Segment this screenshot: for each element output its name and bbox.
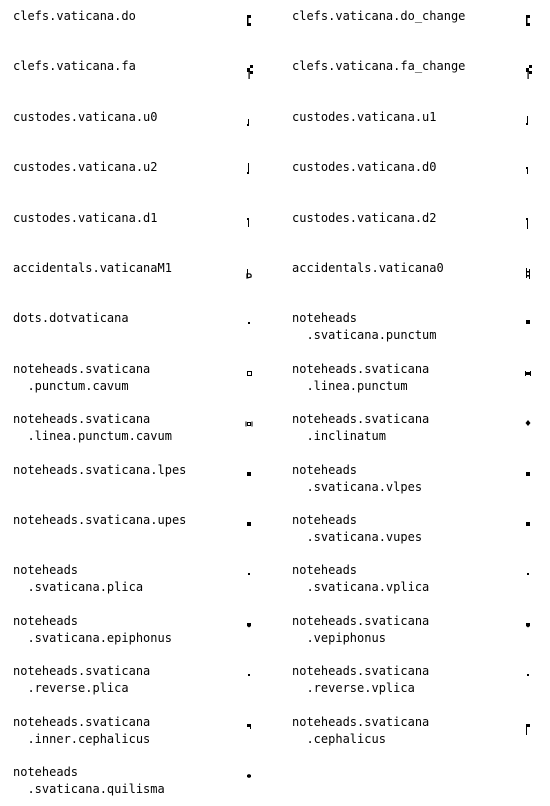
glyph-entry: accidentals.vaticanaM1 — [0, 252, 275, 302]
glyph-entry: accidentals.vaticana0 — [279, 252, 550, 302]
inclinatum-icon — [522, 407, 534, 437]
glyph-entry: custodes.vaticana.u1 — [279, 101, 550, 151]
glyph-name: noteheads .svaticana.vupes — [292, 513, 423, 544]
inner-cephalicus-icon — [243, 710, 255, 740]
custos-u2-icon — [243, 155, 255, 185]
glyph-entry: noteheads .svaticana.vplica — [279, 554, 550, 604]
linea-punctum-cavum-icon — [243, 407, 255, 437]
glyph-entry: noteheads.svaticana .linea.punctum — [279, 353, 550, 403]
glyph-name: clefs.vaticana.do — [13, 9, 136, 23]
dot-icon — [243, 306, 255, 336]
linea-punctum-icon — [522, 357, 534, 387]
glyph-entry: clefs.vaticana.do — [0, 0, 275, 50]
punctum-cavum-icon — [243, 357, 255, 387]
vaticana-do-clef-icon — [243, 4, 255, 34]
flat-icon — [243, 256, 255, 286]
glyph-name: noteheads .svaticana.vplica — [292, 563, 430, 595]
glyph-name: noteheads.svaticana .reverse.vplica — [292, 664, 430, 696]
custos-d0-icon — [522, 155, 534, 185]
plica-icon — [243, 558, 255, 588]
glyph-entry: custodes.vaticana.d0 — [279, 151, 550, 201]
custos-u0-icon — [243, 105, 255, 135]
glyph-name: noteheads .svaticana.vlpes — [292, 462, 423, 494]
glyph-name: custodes.vaticana.u1 — [292, 109, 437, 124]
glyph-name: noteheads.svaticana .inner.cephalicus — [13, 714, 151, 746]
vupes-icon — [522, 508, 534, 538]
glyph-entry: noteheads .svaticana.vupes — [279, 504, 550, 554]
glyph-entry: dots.dotvaticana — [0, 302, 275, 352]
glyph-name: noteheads .svaticana.punctum — [292, 311, 437, 343]
glyph-name: noteheads .svaticana.quilisma — [13, 765, 165, 796]
glyph-entry: noteheads.svaticana .reverse.plica — [0, 655, 275, 705]
glyph-name: noteheads.svaticana.lpes — [13, 462, 187, 477]
glyph-entry: noteheads.svaticana .vepiphonus — [279, 605, 550, 655]
glyph-name: clefs.vaticana.fa — [13, 59, 136, 74]
glyph-entry: custodes.vaticana.u0 — [0, 101, 275, 151]
glyph-name: custodes.vaticana.d0 — [292, 160, 437, 175]
glyph-entry: noteheads .svaticana.plica — [0, 554, 275, 604]
glyph-entry: custodes.vaticana.u2 — [0, 151, 275, 201]
glyph-entry: custodes.vaticana.d1 — [0, 202, 275, 252]
glyph-entry: noteheads .svaticana.vlpes — [279, 454, 550, 504]
glyph-name: custodes.vaticana.d1 — [13, 210, 158, 225]
glyph-entry: noteheads.svaticana .punctum.cavum — [0, 353, 275, 403]
glyph-name: noteheads.svaticana .linea.punctum — [292, 361, 430, 393]
glyph-name: accidentals.vaticanaM1 — [13, 261, 172, 275]
glyph-name: clefs.vaticana.fa_change — [292, 59, 466, 74]
vaticana-fa-clef-change-icon — [522, 54, 534, 84]
glyph-name: custodes.vaticana.u0 — [13, 109, 158, 124]
glyph-entry: noteheads.svaticana .inner.cephalicus — [0, 706, 275, 756]
glyph-name: dots.dotvaticana — [13, 311, 129, 326]
glyph-entry: clefs.vaticana.do_change — [279, 0, 550, 50]
upes-icon — [243, 508, 255, 538]
vaticana-do-clef-change-icon — [522, 4, 534, 34]
reverse-plica-icon — [243, 659, 255, 689]
glyph-name: accidentals.vaticana0 — [292, 261, 444, 275]
glyph-name: noteheads.svaticana .inclinatum — [292, 412, 430, 444]
vplica-icon — [522, 558, 534, 588]
glyph-name: noteheads.svaticana .cephalicus — [292, 714, 430, 746]
glyph-entry: noteheads.svaticana .inclinatum — [279, 403, 550, 453]
vlpes-icon — [522, 458, 534, 488]
vepiphonus-icon — [522, 609, 534, 639]
glyph-name: noteheads .svaticana.epiphonus — [13, 613, 172, 645]
glyph-entry: noteheads .svaticana.epiphonus — [0, 605, 275, 655]
glyph-entry: noteheads .svaticana.punctum — [279, 302, 550, 352]
glyph-entry: noteheads.svaticana .cephalicus — [279, 706, 550, 756]
glyph-name: noteheads .svaticana.plica — [13, 563, 144, 595]
lpes-icon — [243, 458, 255, 488]
quilisma-icon — [243, 760, 255, 790]
vaticana-fa-clef-icon — [243, 54, 255, 84]
glyph-name: noteheads.svaticana .vepiphonus — [292, 613, 430, 645]
reverse-vplica-icon — [522, 659, 534, 689]
custos-d1-icon — [243, 206, 255, 236]
epiphonus-icon — [243, 609, 255, 639]
glyph-entry: clefs.vaticana.fa_change — [279, 50, 550, 100]
glyph-entry: clefs.vaticana.fa — [0, 50, 275, 100]
glyph-name: noteheads.svaticana .punctum.cavum — [13, 361, 151, 393]
glyph-entry: noteheads.svaticana .reverse.vplica — [279, 655, 550, 705]
glyph-name: noteheads.svaticana .reverse.plica — [13, 664, 151, 696]
glyph-entry: noteheads.svaticana.upes — [0, 504, 275, 554]
glyph-entry: noteheads.svaticana .linea.punctum.cavum — [0, 403, 275, 453]
cephalicus-icon — [522, 710, 534, 740]
custos-u1-icon — [522, 105, 534, 135]
glyph-entry: noteheads.svaticana.lpes — [0, 454, 275, 504]
glyph-name: custodes.vaticana.d2 — [292, 210, 437, 225]
custos-d2-icon — [522, 206, 534, 236]
glyph-name: noteheads.svaticana.upes — [13, 513, 187, 527]
glyph-name: custodes.vaticana.u2 — [13, 160, 158, 175]
punctum-icon — [522, 306, 534, 336]
glyph-entry: custodes.vaticana.d2 — [279, 202, 550, 252]
natural-icon — [522, 256, 534, 286]
glyph-entry: noteheads .svaticana.quilisma — [0, 756, 275, 806]
glyph-name: noteheads.svaticana .linea.punctum.cavum — [13, 412, 172, 444]
glyph-name: clefs.vaticana.do_change — [292, 9, 466, 23]
